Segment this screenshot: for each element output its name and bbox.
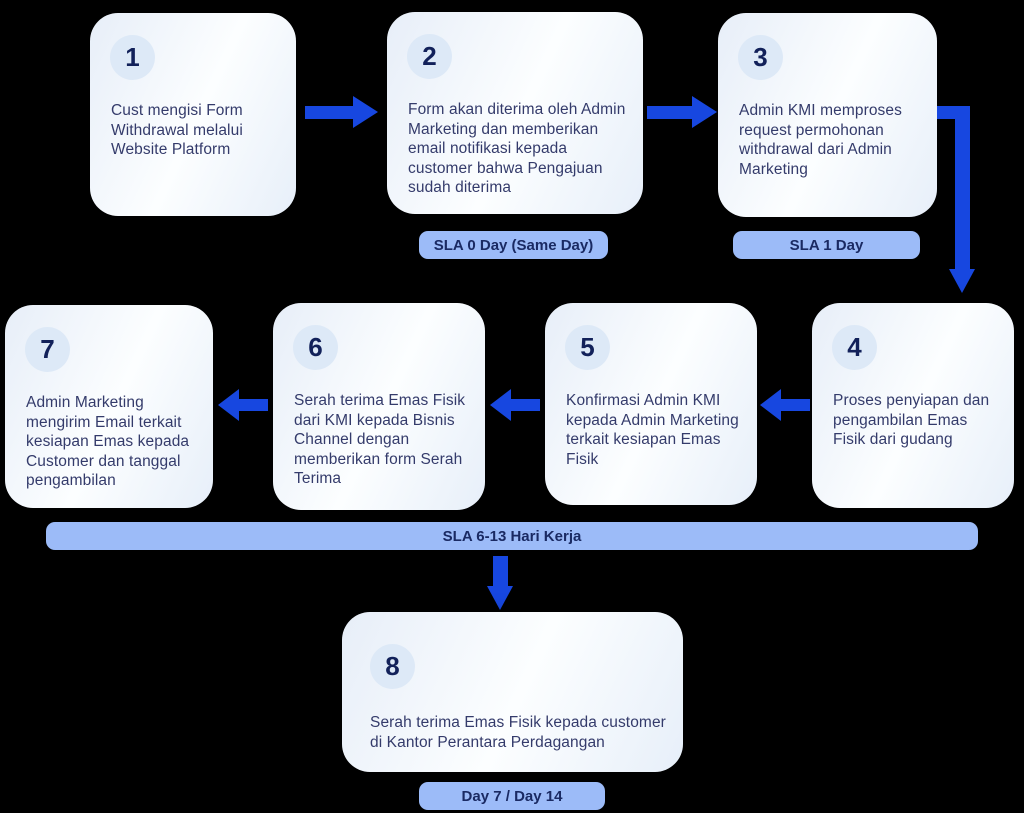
step-number-badge: 4 xyxy=(832,325,877,370)
step-number-badge: 5 xyxy=(565,325,610,370)
step-number-badge: 1 xyxy=(110,35,155,80)
step-card-3: 3 Admin KMI memproses request permohonan… xyxy=(718,13,937,217)
arrow-left-icon xyxy=(760,389,810,421)
sla-badge-step3: SLA 1 Day xyxy=(733,231,920,259)
sla-badge-step2: SLA 0 Day (Same Day) xyxy=(419,231,608,259)
arrow-shaft xyxy=(781,399,810,411)
step-number: 3 xyxy=(753,42,768,72)
step-card-6: 6 Serah terima Emas Fisik dari KMI kepad… xyxy=(273,303,485,510)
step-number: 5 xyxy=(580,332,595,362)
step-number: 6 xyxy=(308,332,323,362)
step-card-7: 7 Admin Marketing mengirim Email terkait… xyxy=(5,305,213,508)
arrow-shaft xyxy=(647,106,692,119)
arrow-shaft xyxy=(511,399,540,411)
arrow-right-icon xyxy=(305,96,378,129)
arrow-head xyxy=(692,96,717,128)
step-description: Cust mengisi Form Withdrawal melalui Web… xyxy=(111,102,243,159)
step-description: Form akan diterima oleh Admin Marketing … xyxy=(408,101,626,197)
step-number-badge: 7 xyxy=(25,327,70,372)
step-card-4: 4 Proses penyiapan dan pengambilan Emas … xyxy=(812,303,1014,508)
step-number-badge: 2 xyxy=(407,34,452,79)
step-description: Konfirmasi Admin KMI kepada Admin Market… xyxy=(566,392,739,468)
arrow-head xyxy=(353,96,378,128)
arrow-head xyxy=(490,389,511,421)
arrow-shaft xyxy=(239,399,268,411)
step-description: Admin KMI memproses request permohonan w… xyxy=(739,102,902,178)
arrow-shaft xyxy=(305,106,353,119)
step-number: 8 xyxy=(385,651,400,681)
arrow-head xyxy=(760,389,781,421)
step-number-badge: 6 xyxy=(293,325,338,370)
step-card-1: 1 Cust mengisi Form Withdrawal melalui W… xyxy=(90,13,296,216)
step-card-2: 2 Form akan diterima oleh Admin Marketin… xyxy=(387,12,643,214)
arrow-head xyxy=(487,586,513,610)
sla-bar-row2: SLA 6-13 Hari Kerja xyxy=(46,522,978,550)
step-number: 4 xyxy=(847,332,862,362)
arrow-shaft xyxy=(493,556,508,586)
step-card-8: 8 Serah terima Emas Fisik kepada custome… xyxy=(342,612,683,772)
arrow-right-icon xyxy=(647,96,717,129)
arrow-left-icon xyxy=(218,389,268,421)
step-number: 7 xyxy=(40,334,55,364)
step-number: 1 xyxy=(125,42,140,72)
step-card-5: 5 Konfirmasi Admin KMI kepada Admin Mark… xyxy=(545,303,757,505)
step-number-badge: 3 xyxy=(738,35,783,80)
arrow-head xyxy=(949,269,975,293)
arrow-head xyxy=(218,389,239,421)
step-description: Serah terima Emas Fisik dari KMI kepada … xyxy=(294,392,466,488)
step-description: Serah terima Emas Fisik kepada customer … xyxy=(370,714,666,751)
step-number: 2 xyxy=(422,41,437,71)
arrow-shaft xyxy=(955,106,970,269)
step-description: Proses penyiapan dan pengambilan Emas Fi… xyxy=(833,392,990,449)
sla-badge-step8: Day 7 / Day 14 xyxy=(419,782,605,810)
arrow-left-icon xyxy=(490,389,540,421)
step-description: Admin Marketing mengirim Email terkait k… xyxy=(26,394,190,490)
step-number-badge: 8 xyxy=(370,644,415,689)
